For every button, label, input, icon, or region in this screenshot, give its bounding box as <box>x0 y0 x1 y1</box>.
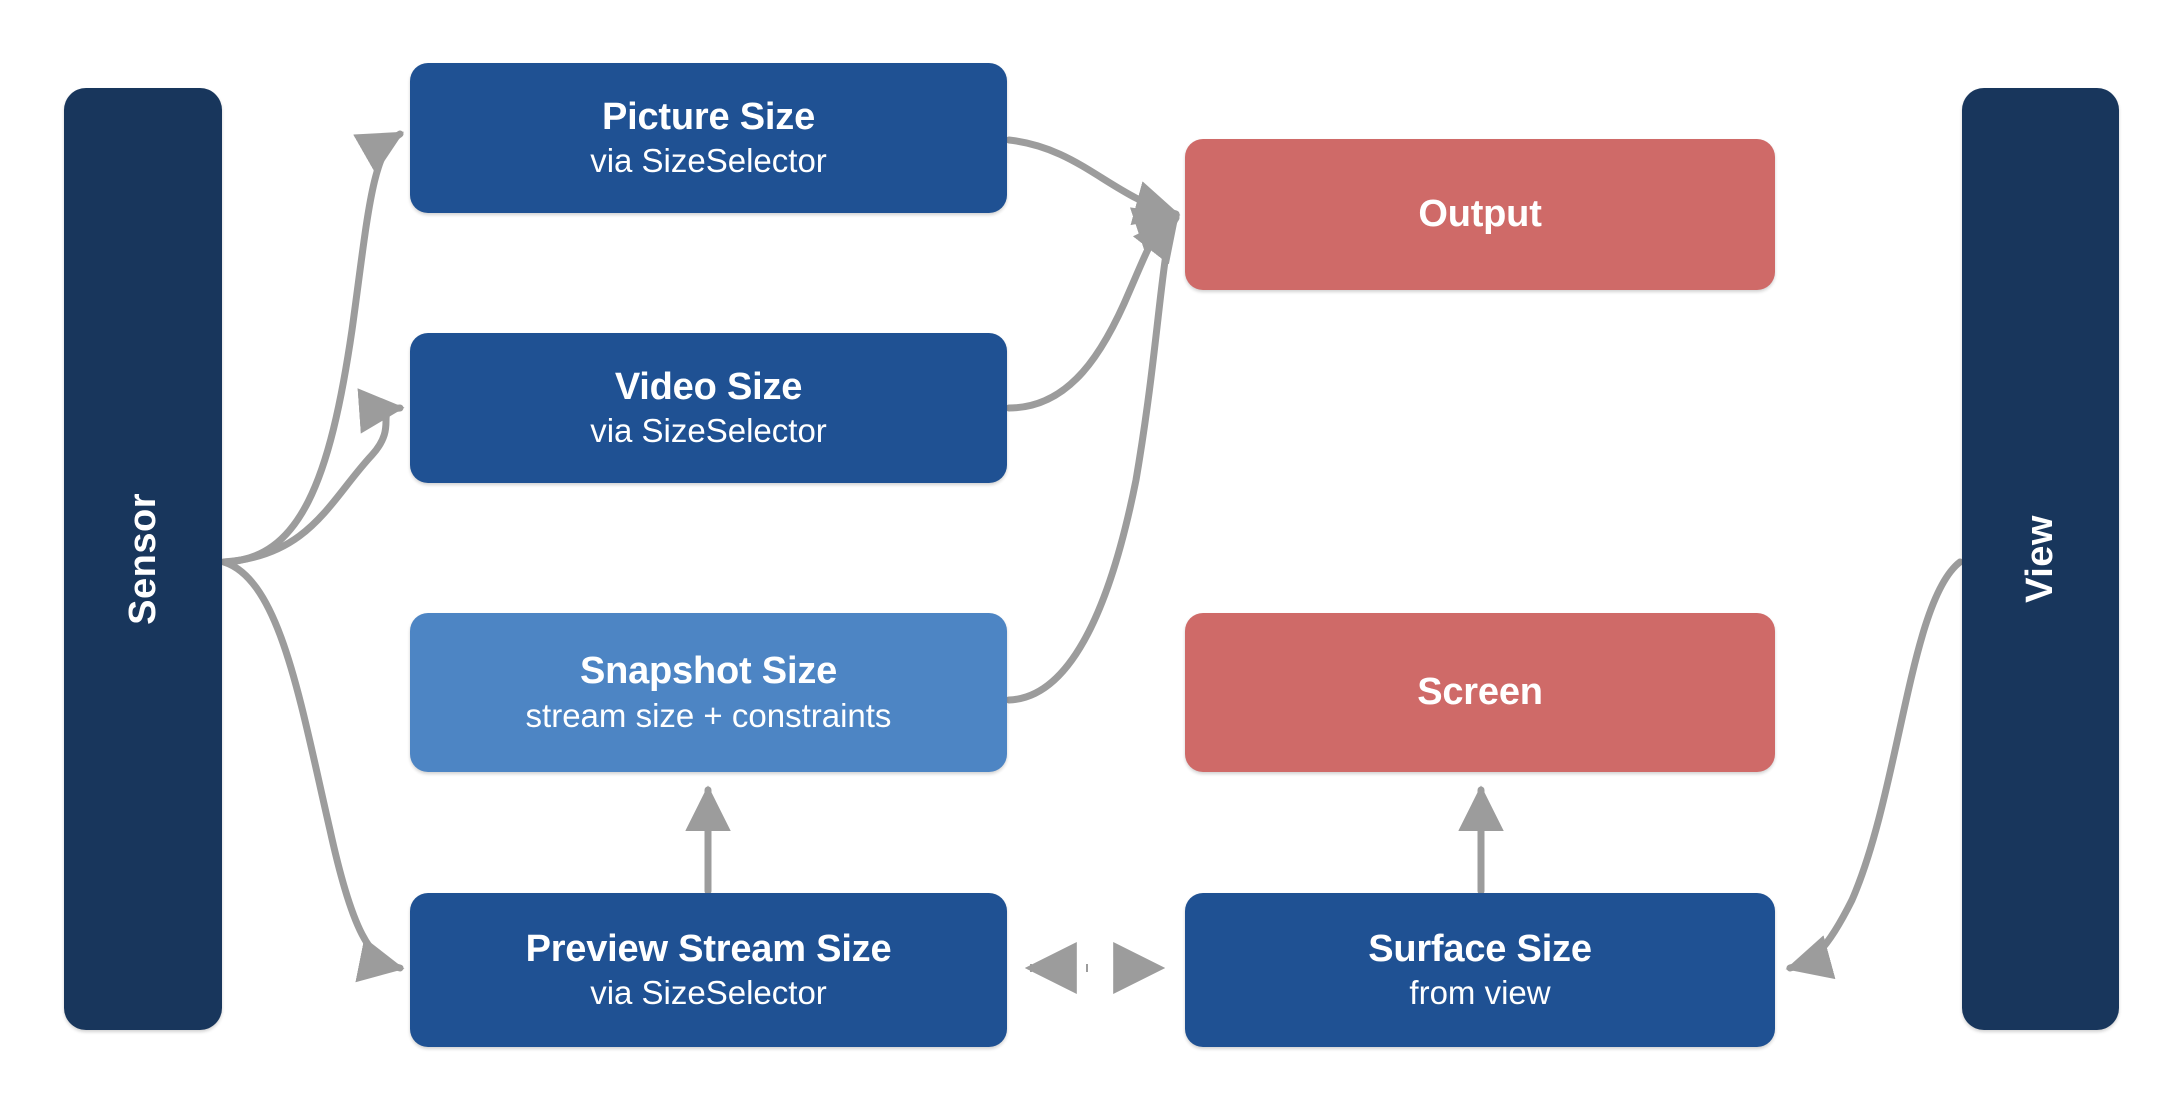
node-snapshot-size-subtitle: stream size + constraints <box>525 696 892 734</box>
lane-sensor-label: Sensor <box>121 493 164 625</box>
lane-view-label: View <box>2019 515 2061 603</box>
edge-sensor-to-preview <box>220 558 405 983</box>
node-preview-stream-size-title: Preview Stream Size <box>525 927 892 970</box>
edge-snapshot-to-output <box>1005 214 1180 704</box>
node-screen-title: Screen <box>1417 671 1543 714</box>
node-video-size[interactable]: Video Size via SizeSelector <box>410 333 1007 483</box>
node-surface-size[interactable]: Surface Size from view <box>1185 893 1775 1047</box>
edge-video-to-output <box>1005 207 1181 412</box>
edge-picture-to-output <box>1005 136 1181 226</box>
node-picture-size-title: Picture Size <box>601 95 816 138</box>
node-output[interactable]: Output <box>1185 139 1775 290</box>
node-snapshot-size[interactable]: Snapshot Size stream size + constraints <box>410 613 1007 772</box>
node-surface-size-subtitle: from view <box>1409 974 1551 1012</box>
edge-sensor-to-video <box>220 388 405 566</box>
node-surface-size-title: Surface Size <box>1368 927 1592 970</box>
node-video-size-subtitle: via SizeSelector <box>590 412 827 450</box>
node-preview-stream-size[interactable]: Preview Stream Size via SizeSelector <box>410 893 1007 1047</box>
node-picture-size[interactable]: Picture Size via SizeSelector <box>410 63 1007 213</box>
edge-view-to-surface <box>1785 558 1964 980</box>
lane-sensor[interactable]: Sensor <box>64 88 222 1030</box>
lane-view[interactable]: View <box>1962 88 2119 1030</box>
node-screen[interactable]: Screen <box>1185 613 1775 772</box>
node-picture-size-subtitle: via SizeSelector <box>590 142 827 180</box>
node-video-size-title: Video Size <box>614 365 803 408</box>
node-output-title: Output <box>1418 193 1542 236</box>
node-preview-stream-size-subtitle: via SizeSelector <box>590 974 827 1012</box>
node-snapshot-size-title: Snapshot Size <box>579 650 838 693</box>
edge-sensor-to-picture <box>220 130 404 566</box>
